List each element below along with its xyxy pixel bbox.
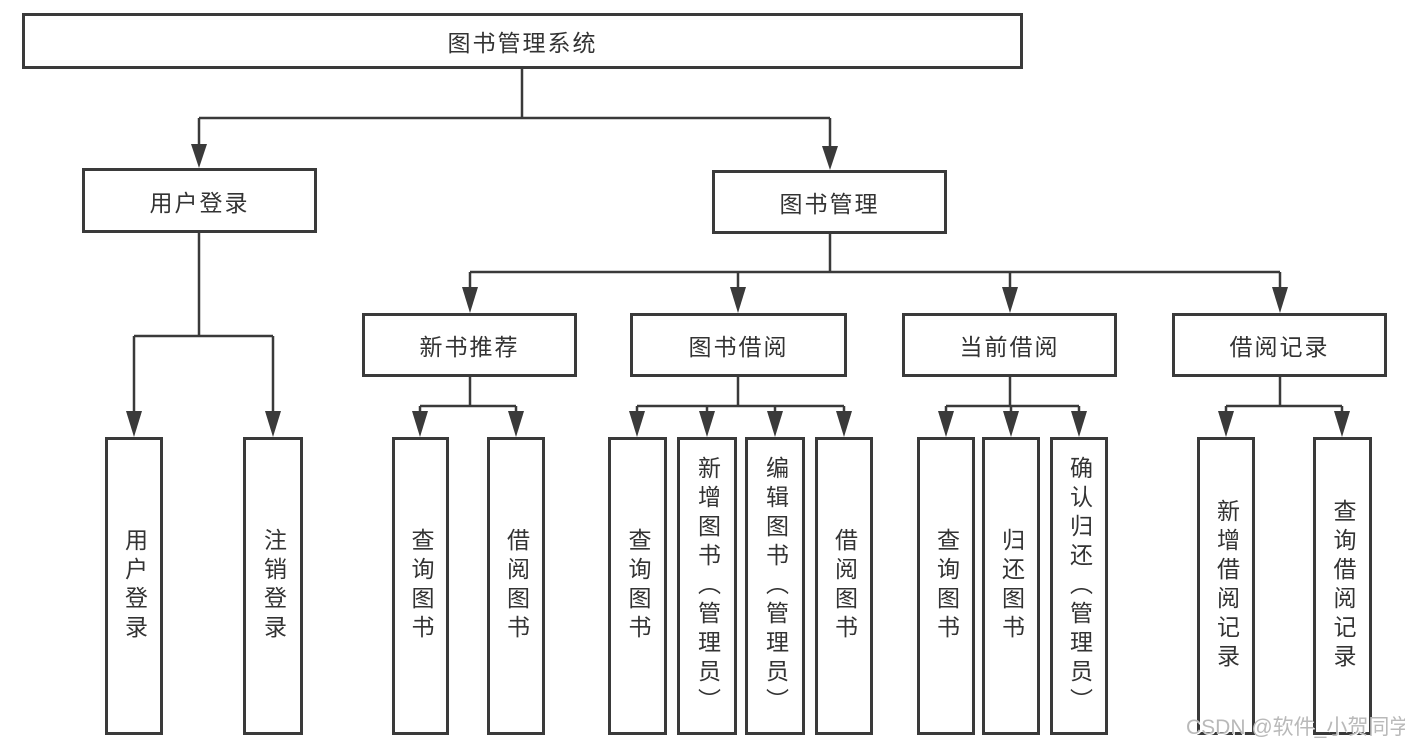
node-root-label: 图书管理系统 [447,30,598,56]
arrowhead [1002,287,1018,313]
arrowhead [508,411,524,437]
node-borrow-records: 借阅记录 [1172,313,1387,377]
leaf-cb-query-books: 查询图书 [917,437,975,735]
leaf-bb-query-books: 查询图书 [608,437,667,735]
node-book-borrow: 图书借阅 [630,313,847,377]
leaf-bb-add-books-admin-label: 新增图书（管理员） [694,455,721,717]
arrowhead [191,144,207,168]
node-borrow-records-label: 借阅记录 [1229,334,1330,360]
leaf-bb-edit-books-admin-label: 编辑图书（管理员） [762,455,789,717]
arrowhead [126,411,142,437]
arrowhead [462,287,478,313]
leaf-cb-confirm-return-admin-label: 确认归还（管理员） [1066,455,1093,717]
node-user-login-label: 用户登录 [149,189,250,216]
leaf-bb-borrow-books: 借阅图书 [815,437,873,735]
leaf-nb-borrow-books-label: 借阅图书 [503,528,530,644]
leaf-br-add-record-label: 新增借阅记录 [1213,499,1240,673]
leaf-nb-query-books-label: 查询图书 [408,528,434,644]
node-book-management-label: 图书管理 [779,191,880,217]
leaf-br-add-record: 新增借阅记录 [1197,437,1255,735]
node-user-login: 用户登录 [82,168,317,233]
arrowhead [938,411,954,437]
arrowhead [767,411,783,437]
node-root: 图书管理系统 [22,13,1023,69]
leaf-cb-query-books-label: 查询图书 [933,528,960,644]
arrowhead [822,146,838,170]
leaf-bb-borrow-books-label: 借阅图书 [831,528,858,644]
arrowhead [629,411,645,437]
arrowhead [699,411,715,437]
arrowhead [1071,411,1087,437]
leaf-nb-query-books: 查询图书 [392,437,449,735]
arrowhead [1003,411,1019,437]
leaf-logout-label: 注销登录 [260,528,287,644]
node-current-borrow: 当前借阅 [902,313,1117,377]
arrowhead [412,411,428,437]
csdn-watermark: CSDN @软件_小贺同学 [1186,716,1405,739]
node-current-borrow-label: 当前借阅 [959,334,1060,360]
leaf-nb-borrow-books: 借阅图书 [487,437,545,735]
leaf-bb-edit-books-admin: 编辑图书（管理员） [745,437,805,735]
node-new-book-recommend-label: 新书推荐 [419,334,520,360]
arrowhead [730,287,746,313]
arrowhead [1272,287,1288,313]
leaf-br-query-record: 查询借阅记录 [1313,437,1372,735]
arrowhead [1334,411,1350,437]
leaf-logout: 注销登录 [243,437,303,735]
leaf-user-login-label: 用户登录 [121,528,148,644]
leaf-cb-return-books: 归还图书 [982,437,1040,735]
arrowhead [265,411,281,437]
leaf-cb-confirm-return-admin: 确认归还（管理员） [1050,437,1108,735]
node-book-borrow-label: 图书借阅 [688,334,789,360]
leaf-user-login: 用户登录 [105,437,163,735]
node-book-management: 图书管理 [712,170,947,234]
arrowhead [1218,411,1234,437]
leaf-br-query-record-label: 查询借阅记录 [1330,499,1356,673]
arrowhead [836,411,852,437]
leaf-bb-query-books-label: 查询图书 [625,528,651,644]
leaf-cb-return-books-label: 归还图书 [998,528,1025,644]
node-new-book-recommend: 新书推荐 [362,313,577,377]
leaf-bb-add-books-admin: 新增图书（管理员） [677,437,737,735]
